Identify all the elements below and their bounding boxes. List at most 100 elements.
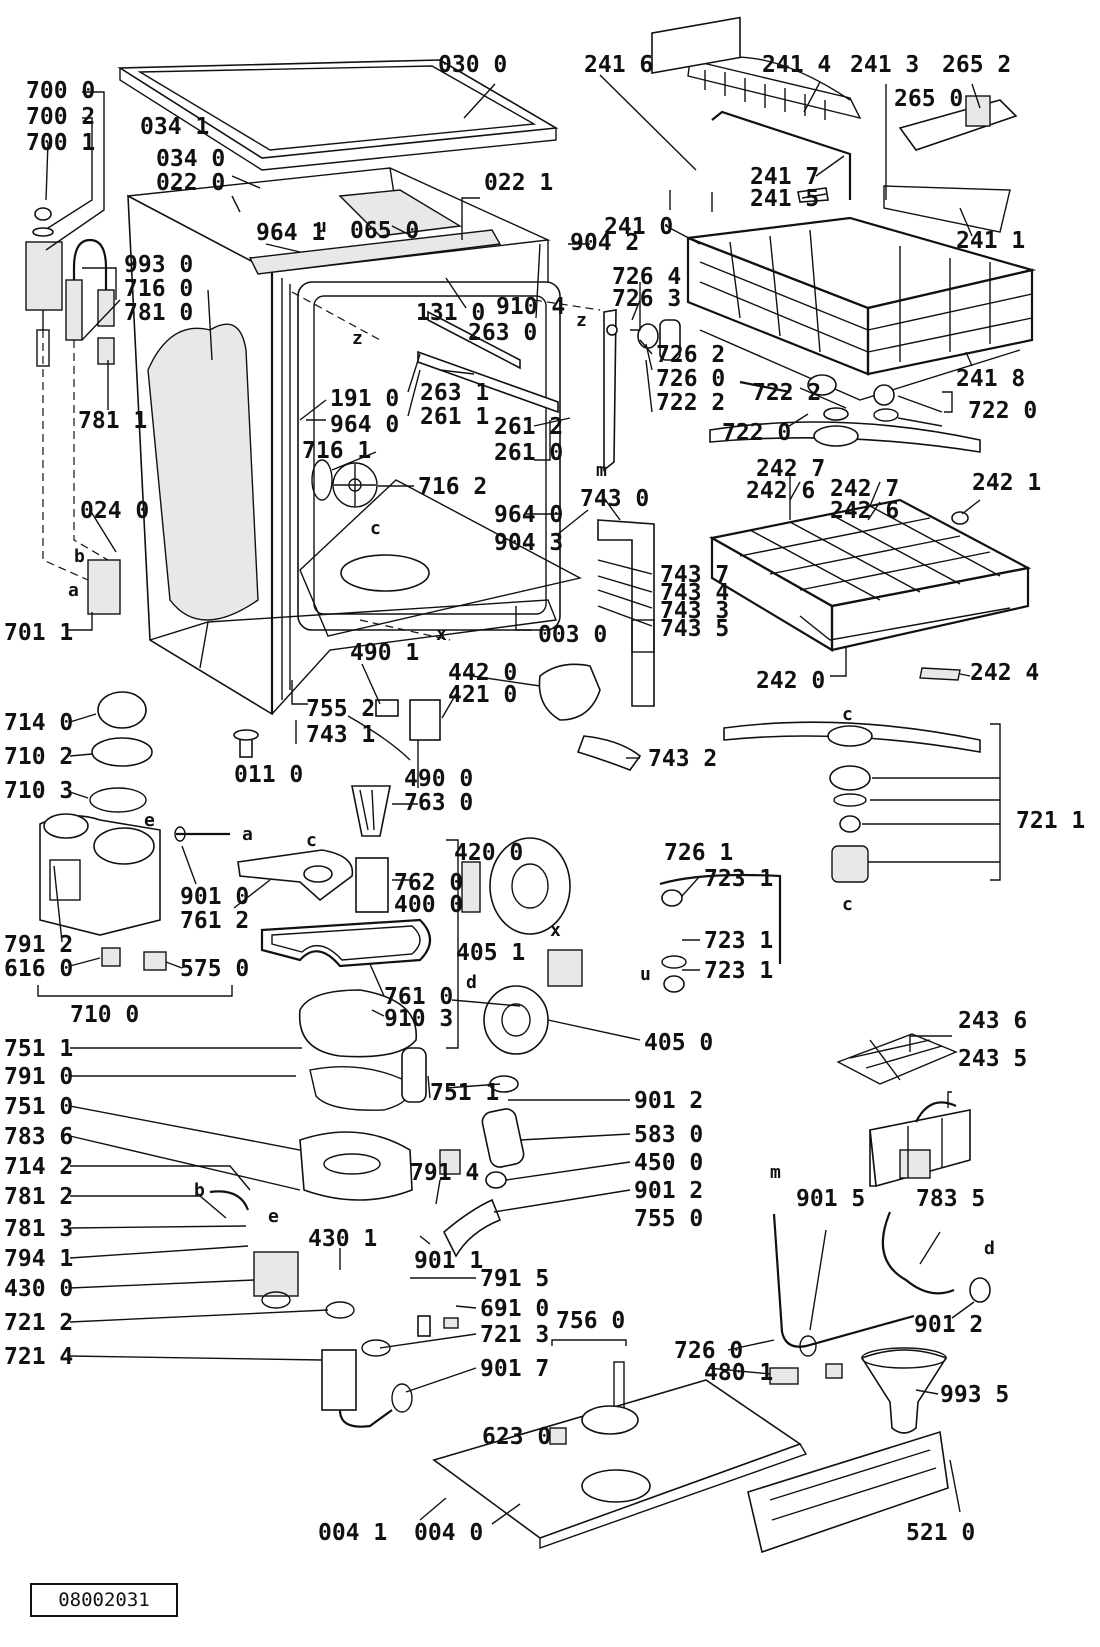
part-label: 710 3 xyxy=(4,778,73,804)
part-label: 726 0 xyxy=(656,366,725,392)
connector-letter: d xyxy=(984,1238,995,1259)
part-label: 761 2 xyxy=(180,908,249,934)
part-label: 242 1 xyxy=(972,470,1041,496)
document-code: 08002031 xyxy=(58,1589,150,1611)
part-label: 722 0 xyxy=(968,398,1037,424)
part-label: 011 0 xyxy=(234,762,303,788)
part-label: 910 3 xyxy=(384,1006,453,1032)
part-label: 034 0 xyxy=(156,146,225,172)
part-label: 901 0 xyxy=(180,884,249,910)
part-label: 024 0 xyxy=(80,498,149,524)
part-label: 761 0 xyxy=(384,984,453,1010)
connector-letter: a xyxy=(242,824,253,845)
part-label: 450 0 xyxy=(634,1150,703,1176)
part-label: 700 2 xyxy=(26,104,95,130)
part-label: 726 0 xyxy=(674,1338,743,1364)
connector-letter: c xyxy=(306,830,317,851)
connector-letter: x xyxy=(436,624,447,645)
part-label: 004 1 xyxy=(318,1520,387,1546)
part-label: 242 4 xyxy=(970,660,1039,686)
part-label: 004 0 xyxy=(414,1520,483,1546)
part-label: 400 0 xyxy=(394,892,463,918)
part-label: 442 0 xyxy=(448,660,517,686)
part-label: 751 0 xyxy=(4,1094,73,1120)
part-label: 901 1 xyxy=(414,1248,483,1274)
part-label: 781 3 xyxy=(4,1216,73,1242)
part-label: 904 2 xyxy=(570,230,639,256)
part-label: 964 0 xyxy=(330,412,399,438)
part-label: 743 0 xyxy=(580,486,649,512)
part-label: 791 4 xyxy=(410,1160,479,1186)
part-label: 755 0 xyxy=(634,1206,703,1232)
part-label: 242 6 xyxy=(746,478,815,504)
connector-letter: c xyxy=(370,518,381,539)
part-label: 700 1 xyxy=(26,130,95,156)
part-label: 241 5 xyxy=(750,186,819,212)
part-label: 721 3 xyxy=(480,1322,549,1348)
part-label: 701 1 xyxy=(4,620,73,646)
part-label: 721 1 xyxy=(1016,808,1085,834)
connector-letter: c xyxy=(842,894,853,915)
part-label: 722 2 xyxy=(752,380,821,406)
leader-lines xyxy=(45,74,1001,1525)
part-label: 241 7 xyxy=(750,164,819,190)
part-labels: 700 0 700 2 700 1 034 1 034 0 022 0 030 … xyxy=(4,52,1085,1546)
connector-letter: z xyxy=(352,328,363,349)
part-label: 723 1 xyxy=(704,866,773,892)
part-label: 901 2 xyxy=(634,1088,703,1114)
part-label: 716 1 xyxy=(302,438,371,464)
part-label: 791 0 xyxy=(4,1064,73,1090)
connector-letter: e xyxy=(268,1206,279,1227)
part-label: 241 6 xyxy=(584,52,653,78)
part-label: 726 2 xyxy=(656,342,725,368)
part-label: 616 0 xyxy=(4,956,73,982)
part-label: 430 1 xyxy=(308,1226,377,1252)
part-label: 521 0 xyxy=(906,1520,975,1546)
part-label: 261 2 xyxy=(494,414,563,440)
upper-basket-drawing xyxy=(603,16,1037,472)
part-label: 265 2 xyxy=(942,52,1011,78)
part-label: 726 4 xyxy=(612,264,681,290)
part-label: 623 0 xyxy=(482,1424,551,1450)
connector-letter: b xyxy=(74,546,85,567)
part-label: 022 1 xyxy=(484,170,553,196)
part-label: 263 1 xyxy=(420,380,489,406)
part-label: 420 0 xyxy=(454,840,523,866)
part-label: 901 2 xyxy=(634,1178,703,1204)
part-label: 241 0 xyxy=(604,214,673,240)
part-label: 261 1 xyxy=(420,404,489,430)
part-label: 430 0 xyxy=(4,1276,73,1302)
part-label: 781 0 xyxy=(124,300,193,326)
part-label: 993 5 xyxy=(940,1382,1009,1408)
part-label: 722 2 xyxy=(656,390,725,416)
part-label: 421 0 xyxy=(448,682,517,708)
part-label: 743 1 xyxy=(306,722,375,748)
part-label: 723 1 xyxy=(704,928,773,954)
part-label: 791 2 xyxy=(4,932,73,958)
part-label: 243 5 xyxy=(958,1046,1027,1072)
part-label: 726 1 xyxy=(664,840,733,866)
part-label: 691 0 xyxy=(480,1296,549,1322)
part-label: 242 0 xyxy=(756,668,825,694)
part-label: 783 6 xyxy=(4,1124,73,1150)
part-label: 762 0 xyxy=(394,870,463,896)
part-label: 241 4 xyxy=(762,52,831,78)
part-label: 261 0 xyxy=(494,440,563,466)
document-code-box: 08002031 xyxy=(30,1583,178,1617)
part-label: 743 3 xyxy=(660,598,729,624)
part-label: 241 3 xyxy=(850,52,919,78)
part-label: 242 7 xyxy=(830,476,899,502)
part-label: 405 1 xyxy=(456,940,525,966)
part-label: 901 7 xyxy=(480,1356,549,1382)
part-label: 743 7 xyxy=(660,562,729,588)
part-label: 490 1 xyxy=(350,640,419,666)
part-label: 783 5 xyxy=(916,1186,985,1212)
part-label: 241 1 xyxy=(956,228,1025,254)
connector-letters: u z z c a b a x e c c x d u d m b e m c xyxy=(68,216,995,1259)
part-label: 791 5 xyxy=(480,1266,549,1292)
connector-letter: b xyxy=(194,1180,205,1201)
part-label: 714 2 xyxy=(4,1154,73,1180)
part-label: 191 0 xyxy=(330,386,399,412)
part-label: 714 0 xyxy=(4,710,73,736)
